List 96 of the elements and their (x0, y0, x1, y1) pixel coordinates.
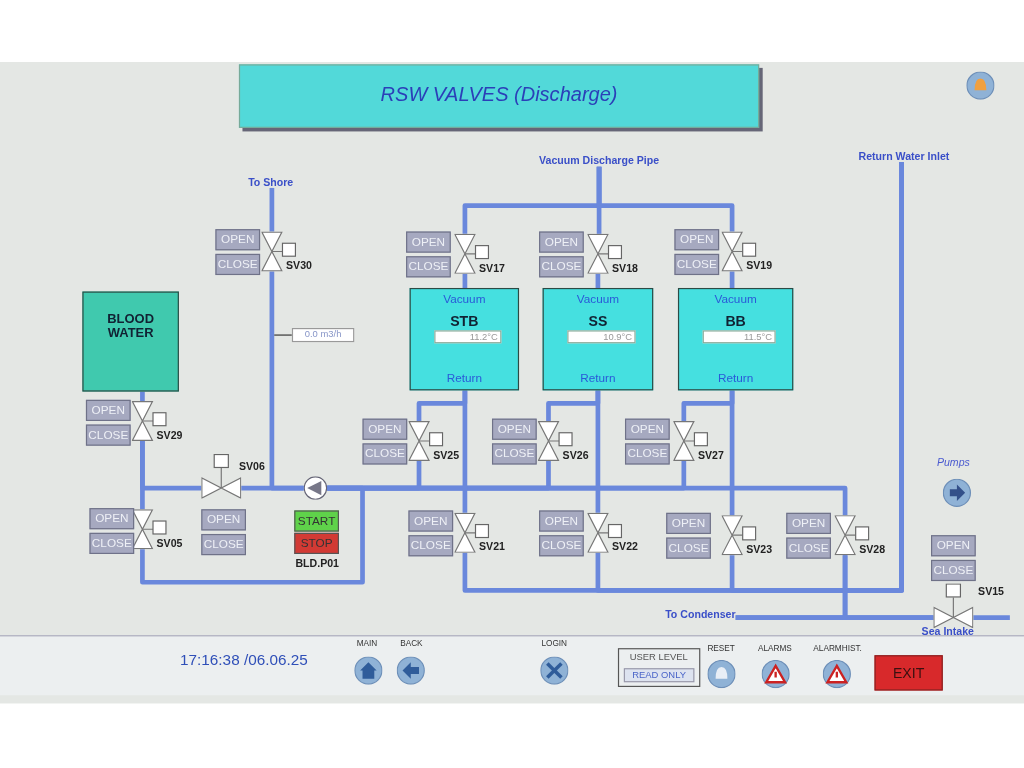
valve-button: OPEN (215, 229, 261, 251)
tank-footer: Return (679, 371, 793, 385)
pipe-label: Return Water Inlet (858, 150, 950, 163)
button-caption: ALARMS (758, 643, 792, 652)
valve-label: SV26 (562, 449, 589, 461)
tank-name: BB (724, 312, 747, 330)
valve-label: SV28 (859, 543, 886, 556)
tank (542, 288, 654, 391)
tank-heading: Vacuum (442, 292, 487, 306)
pipe (729, 162, 904, 593)
valve-button: CLOSE (539, 535, 584, 557)
valve-button: OPEN (539, 510, 584, 532)
status-field: READ ONLY (623, 668, 695, 683)
valve-label: SV15 (978, 585, 1004, 598)
pump-button: START (294, 510, 339, 532)
valve-button: CLOSE (786, 537, 831, 559)
valve-button: CLOSE (85, 424, 131, 446)
flow-display: 0.0 m3/h (291, 328, 355, 343)
button-caption: LOGIN (541, 638, 568, 647)
button-caption: MAIN (356, 638, 378, 647)
valve-button: CLOSE (406, 256, 451, 278)
nav-label: Pumps (936, 456, 970, 469)
pipe (973, 615, 1010, 620)
tank-name: SS (587, 312, 609, 330)
valve-button: CLOSE (408, 535, 454, 557)
valve-button: CLOSE (201, 534, 246, 556)
button-caption: RESET (707, 643, 735, 652)
valve-label: SV05 (156, 537, 183, 550)
valve-label: SV17 (479, 262, 505, 274)
pipe (241, 485, 304, 491)
temperature-display: 11.5°C (702, 330, 776, 344)
valve-button: CLOSE (931, 559, 976, 582)
valve-button: CLOSE (215, 253, 261, 276)
valve-button: OPEN (85, 399, 131, 421)
pipe (595, 390, 601, 513)
temperature-display: 10.9°C (567, 330, 636, 344)
valve-label: SV27 (697, 449, 724, 461)
pipe-label: Sea Intake (921, 625, 974, 638)
pump-button: STOP (294, 532, 339, 554)
pipe (269, 187, 275, 232)
valve-label: SV18 (612, 262, 638, 274)
valve-label: SV30 (286, 259, 312, 272)
leader-line (273, 334, 293, 336)
clock-text: 17:16:38 /06.06.25 (180, 650, 308, 669)
valve-button: CLOSE (625, 443, 670, 465)
field-caption: USER LEVEL (629, 651, 688, 663)
pipe-label: Vacuum Discharge Pipe (539, 155, 660, 167)
tank-label: BLOOD WATER (106, 311, 155, 340)
tank-heading: Vacuum (575, 292, 621, 306)
pipe (140, 441, 145, 510)
valve-button: OPEN (201, 509, 246, 531)
tank-name: STB (449, 312, 480, 330)
pipe (735, 615, 934, 620)
valve-button: OPEN (674, 229, 720, 251)
valve-button: CLOSE (492, 443, 537, 465)
valve-button: OPEN (786, 512, 831, 534)
temperature-display: 11.2°C (434, 330, 502, 344)
pipe-label: To Condenser (665, 608, 736, 620)
pipe (729, 390, 735, 516)
valve-button: OPEN (362, 418, 408, 440)
valve-label: SV29 (156, 429, 183, 441)
pipe (140, 485, 365, 585)
pipe (140, 391, 145, 401)
tank (409, 288, 520, 391)
valve-label: SV22 (612, 541, 638, 553)
tank-footer: Return (410, 371, 518, 385)
valve-button: OPEN (408, 510, 454, 532)
valve-button: CLOSE (539, 256, 584, 278)
valve-label: SV06 (238, 461, 265, 473)
button-caption: ALARMHIST. (813, 643, 862, 652)
valve-label: SV25 (433, 449, 460, 461)
valve-button: OPEN (666, 512, 711, 534)
valve-button: OPEN (492, 418, 537, 440)
valve-button: OPEN (89, 508, 135, 530)
valve-label: SV23 (746, 543, 773, 556)
button-caption: BACK (400, 638, 423, 647)
valve-button: CLOSE (666, 537, 711, 559)
valve-button: OPEN (931, 535, 976, 557)
valve-button: OPEN (406, 231, 451, 253)
pipe-label: To Shore (248, 176, 294, 188)
valve-label: SV19 (746, 259, 773, 272)
valve-button: CLOSE (674, 253, 720, 276)
pump-label: BLD.P01 (295, 557, 339, 570)
tank (677, 288, 794, 391)
pipe (462, 390, 468, 513)
valve-button: OPEN (625, 418, 670, 440)
valve-button: OPEN (539, 231, 584, 253)
tank-heading: Vacuum (713, 292, 758, 306)
tank-footer: Return (543, 371, 653, 385)
pipe (596, 166, 735, 232)
valve-button: CLOSE (362, 443, 408, 465)
exit-button: EXIT (874, 655, 943, 691)
tank (82, 291, 179, 392)
valve-button: CLOSE (89, 532, 135, 554)
title-banner: RSW VALVES (Discharge) (238, 64, 760, 128)
valve-label: SV21 (479, 541, 505, 553)
